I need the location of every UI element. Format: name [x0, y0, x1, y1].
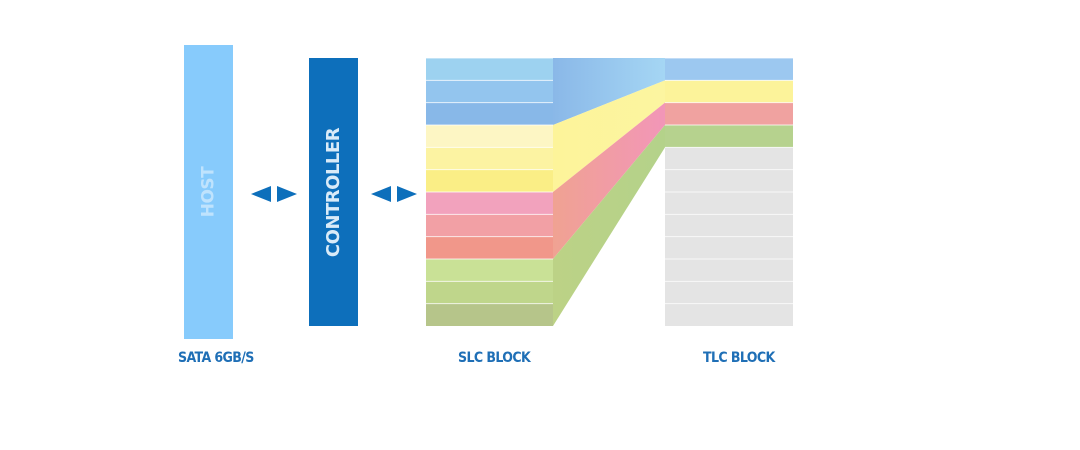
data-flow-bands: [553, 58, 665, 326]
slc-cell: [426, 58, 553, 81]
tlc-block-caption: TLC BLOCK: [703, 350, 775, 366]
slc-cell: [426, 236, 553, 259]
slc-cell: [426, 281, 553, 304]
tlc-cell: [665, 80, 793, 103]
slc-cell: [426, 259, 553, 282]
tlc-cell: [665, 169, 793, 192]
pink-band: [553, 102, 665, 260]
blue-band: [553, 58, 665, 125]
slc-block-caption: SLC BLOCK: [458, 350, 531, 366]
tlc-cell: [665, 125, 793, 148]
tlc-cell: [665, 259, 793, 282]
controller-bar: CONTROLLER: [309, 58, 358, 326]
host-bar: HOST: [184, 45, 233, 339]
green-band: [553, 125, 665, 326]
sata-caption: SATA 6GB/S: [178, 350, 254, 366]
slc-cell: [426, 80, 553, 103]
bidirectional-arrow-icon: [251, 186, 297, 202]
slc-block: [426, 57, 553, 326]
tlc-cell: [665, 303, 793, 326]
tlc-cell: [665, 192, 793, 215]
tlc-cell: [665, 214, 793, 237]
bidirectional-arrow-icon: [371, 186, 417, 202]
slc-cell: [426, 125, 553, 148]
slc-cell: [426, 102, 553, 125]
slc-cell: [426, 147, 553, 170]
tlc-cell: [665, 58, 793, 81]
tlc-cell: [665, 236, 793, 259]
tlc-cell: [665, 281, 793, 304]
tlc-cell: [665, 102, 793, 125]
slc-cell: [426, 192, 553, 215]
yellow-band: [553, 80, 665, 192]
slc-cell: [426, 303, 553, 326]
tlc-block: [665, 57, 793, 326]
tlc-cell: [665, 147, 793, 170]
slc-cell: [426, 214, 553, 237]
slc-cell: [426, 169, 553, 192]
